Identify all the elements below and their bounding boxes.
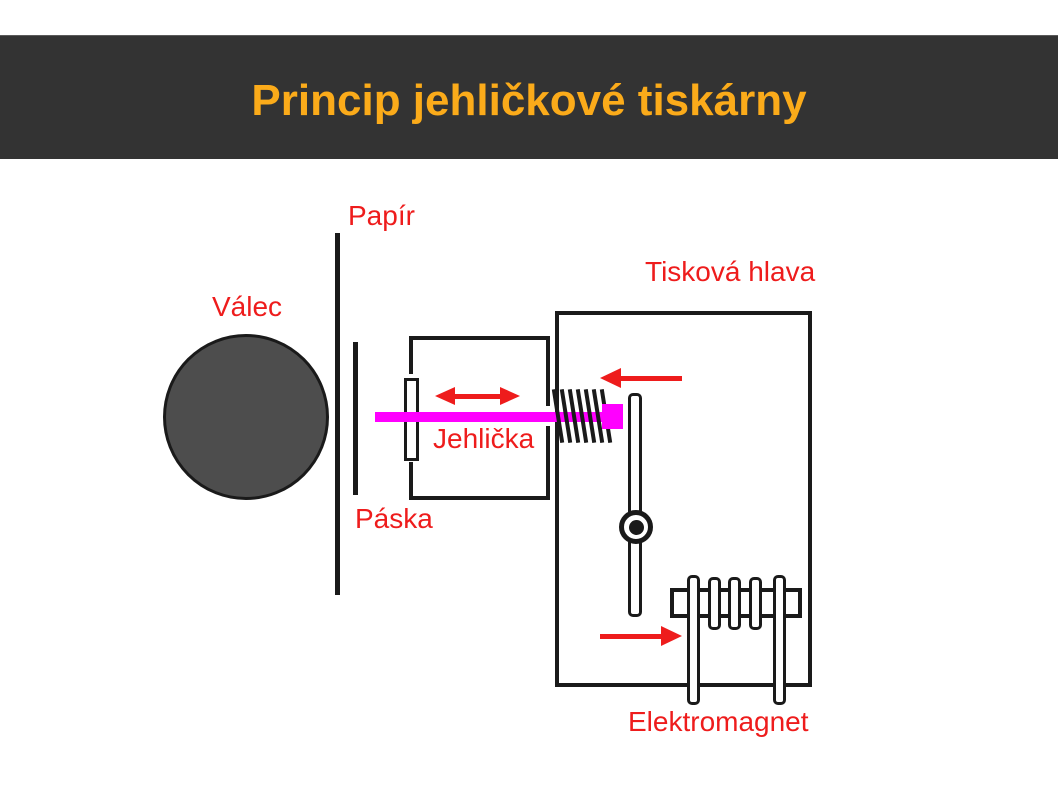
needle-motion-arrow-icon xyxy=(435,387,520,405)
coil-winding-bar xyxy=(687,575,700,705)
platen-label: Válec xyxy=(212,291,283,322)
coil-winding-bar xyxy=(708,577,721,630)
arrow-shaft xyxy=(451,394,504,399)
arrow-head-right-icon xyxy=(500,387,520,405)
needle-impact-arrow-icon xyxy=(600,368,682,388)
needle-guide-box-edge xyxy=(409,462,413,500)
arrow-head-right-icon xyxy=(661,626,682,646)
paper-label: Papír xyxy=(348,200,415,231)
coil-winding-bar xyxy=(773,575,786,705)
needle-butt-block xyxy=(602,404,623,429)
arrow-shaft xyxy=(600,634,664,639)
coil-winding-bar xyxy=(749,577,762,630)
ribbon-label: Páska xyxy=(355,503,433,534)
print-head-label: Tisková hlava xyxy=(645,256,816,287)
arrow-shaft xyxy=(618,376,682,381)
slide-title: Princip jehličkové tiskárny xyxy=(251,75,807,125)
lever-arm xyxy=(628,393,642,617)
needle-guide-box-edge xyxy=(409,336,550,340)
print-head-box xyxy=(555,311,812,687)
lever-pivot-ring xyxy=(619,510,653,544)
coil-winding-bar xyxy=(728,577,741,630)
needle-guide-box-edge xyxy=(409,496,550,500)
electromagnet-label: Elektromagnet xyxy=(628,706,809,737)
needle-bar xyxy=(375,412,612,422)
paper-line xyxy=(335,233,340,595)
needle-label: Jehlička xyxy=(433,423,535,454)
title-bar: Princip jehličkové tiskárny xyxy=(0,35,1058,159)
ribbon-line xyxy=(353,342,358,495)
lever-pivot-axle xyxy=(629,520,644,535)
magnet-force-arrow-icon xyxy=(600,626,682,646)
needle-guide-box-edge xyxy=(546,426,550,500)
arrow-head-left-icon xyxy=(435,387,455,405)
arrow-head-left-icon xyxy=(600,368,621,388)
needle-guide-box-edge xyxy=(409,336,413,374)
platen-cylinder xyxy=(163,334,329,500)
needle-guide-box-edge xyxy=(546,336,550,406)
